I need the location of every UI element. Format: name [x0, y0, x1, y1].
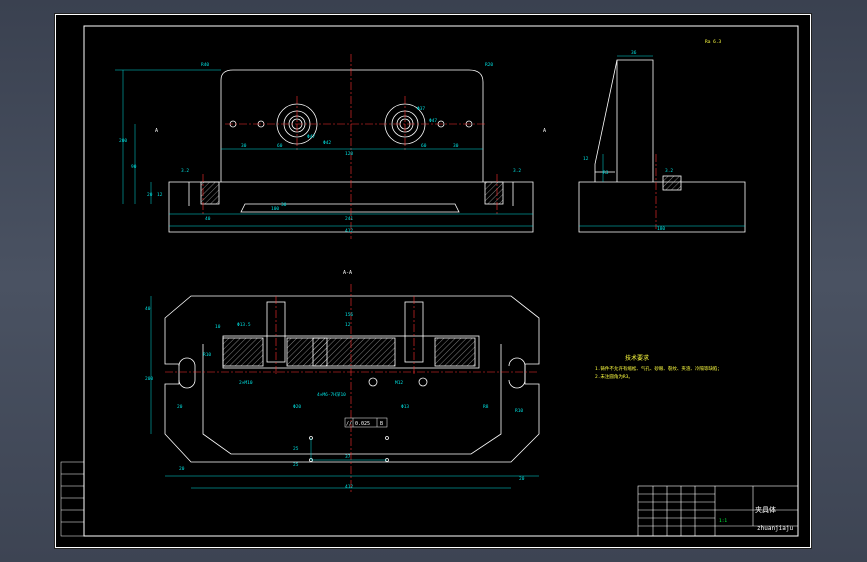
dim-side-2: R3 — [603, 170, 609, 176]
dim-plan-7: 4×M6-7H深10 — [317, 391, 346, 398]
front-slot — [240, 203, 460, 213]
section-mark-left: A — [155, 128, 158, 134]
dim-plan-21: 412 — [345, 484, 353, 490]
dim-front-2: 30 — [241, 143, 247, 149]
dim-front-10: Φ47 — [429, 118, 437, 124]
title-block — [637, 485, 799, 537]
bolt-hole-2 — [385, 436, 389, 440]
scale: 1:1 — [719, 518, 727, 524]
dim-plan-3: 156 — [345, 312, 353, 318]
dim-plan-5: R10 — [203, 352, 211, 358]
section-hatch-4 — [434, 337, 476, 367]
tech-req-item-2: 2.未注圆角为R3。 — [595, 373, 633, 380]
dim-front-15: 30 — [281, 202, 287, 208]
front-centerlines — [202, 54, 498, 239]
tolerance-frame — [344, 417, 388, 428]
tech-req-title: 技术要求 — [625, 354, 649, 362]
dim-front-19: 40 — [205, 216, 211, 222]
dim-front-6: 30 — [453, 143, 459, 149]
dim-plan-14: R10 — [515, 408, 523, 414]
tol-datum: B — [380, 421, 383, 427]
part-name: 夹具体 — [755, 505, 776, 514]
drawing-sheet: Ra 6.3 A-A A A 技术要求 1.铸件不允许有缩松、气孔、砂眼、裂纹、… — [55, 14, 811, 548]
dim-front-12: 90 — [131, 164, 137, 170]
front-hatch-left — [200, 181, 220, 205]
dim-front-1: R20 — [485, 62, 493, 68]
plan-view — [164, 295, 540, 463]
dim-plan-6: 2×M10 — [239, 380, 253, 386]
dim-front-0: R40 — [201, 62, 209, 68]
section-hatch-3 — [312, 337, 396, 367]
front-base-outline — [168, 181, 534, 233]
side-upright — [616, 59, 654, 182]
dim-plan-9: Φ20 — [293, 404, 301, 410]
dim-side-0: 36 — [631, 50, 637, 56]
dim-front-18: 412 — [345, 228, 353, 234]
plan-centerlines — [165, 284, 539, 494]
slot-left — [178, 357, 196, 389]
dim-plan-11: 0.025 — [355, 421, 370, 427]
dim-plan-1: 10 — [215, 324, 221, 330]
side-base — [578, 181, 746, 233]
front-hatch-right — [484, 181, 504, 205]
dim-front-13: 100 — [271, 206, 279, 212]
tech-req-item-1: 1.铸件不允许有缩松、气孔、砂眼、裂纹、夹渣、冷隔等缺陷； — [595, 365, 722, 372]
dim-plan-12: R8 — [483, 404, 489, 410]
dim-plan-8: M12 — [395, 380, 403, 386]
section-mark-right: A — [543, 128, 546, 134]
left-stamp — [60, 461, 85, 537]
dim-front-20: 3.2 — [181, 168, 189, 174]
datum-b-circle — [368, 377, 378, 387]
dim-front-14: 20 — [147, 192, 153, 198]
dim-front-4: 120 — [345, 151, 353, 157]
dim-front-11: 200 — [119, 138, 127, 144]
section-label: A-A — [343, 270, 352, 276]
roughness-note: Ra 6.3 — [705, 39, 722, 45]
dim-plan-16: 25 — [293, 446, 299, 452]
datum-a-circle — [418, 377, 428, 387]
dim-front-8: Φ42 — [323, 140, 331, 146]
dim-plan-13: 20 — [177, 404, 183, 410]
slot-right — [508, 357, 526, 389]
dim-front-7: Φ47 — [307, 134, 315, 140]
side-hatch — [662, 175, 682, 191]
dim-plan-10: Φ13 — [401, 404, 409, 410]
dim-front-17: 241 — [345, 216, 353, 222]
cad-drawing: Ra 6.3 A-A A A 技术要求 1.铸件不允许有缩松、气孔、砂眼、裂纹、… — [55, 14, 811, 548]
side-dims — [579, 55, 745, 227]
outer-border — [55, 14, 811, 548]
side-view — [578, 59, 746, 233]
section-hatch-1 — [222, 337, 264, 367]
inner-frame — [83, 25, 799, 537]
dim-plan-15: 200 — [145, 376, 153, 382]
side-rib — [594, 59, 618, 182]
dim-plan-0: 40 — [145, 306, 151, 312]
dim-plan-19: 20 — [179, 466, 185, 472]
tol-symbol: // — [346, 421, 352, 427]
dim-plan-17: 37 — [345, 454, 351, 460]
dim-front-9: Φ37 — [417, 106, 425, 112]
dim-front-5: 60 — [421, 143, 427, 149]
plan-outline — [164, 295, 540, 463]
dim-plan-18: 25 — [293, 462, 299, 468]
front-dimension-lines — [115, 69, 533, 227]
dim-side-3: 180 — [657, 226, 665, 232]
front-base-steps — [188, 182, 514, 206]
plan-dims — [150, 296, 539, 489]
dim-front-3: 60 — [277, 143, 283, 149]
dim-plan-2: Φ13.5 — [237, 322, 251, 328]
dim-side-1: 12 — [583, 156, 589, 162]
dim-plan-20: 20 — [519, 476, 525, 482]
front-view — [168, 69, 534, 233]
dim-front-21: 3.2 — [513, 168, 521, 174]
drawing-number: zhuanjiaju — [757, 525, 794, 532]
dim-front-16: 12 — [157, 192, 163, 198]
dim-side-4: 3.2 — [665, 168, 673, 174]
dim-plan-4: 12 — [345, 322, 351, 328]
